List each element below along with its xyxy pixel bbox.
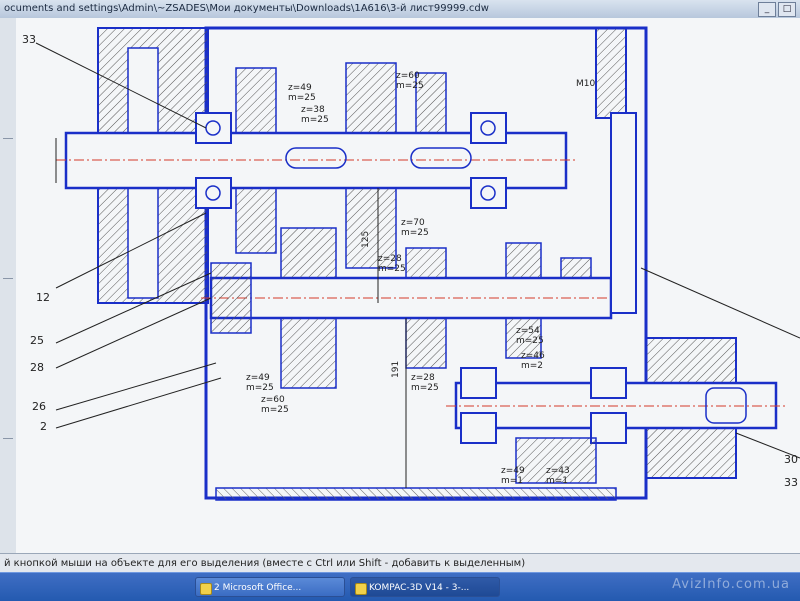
- gear-label-m: m=2: [521, 361, 543, 371]
- window-title: ocuments and settings\Admin\~ZSADES\Мои …: [4, 3, 489, 14]
- kompas-window: ocuments and settings\Admin\~ZSADES\Мои …: [0, 0, 800, 572]
- right-lever: [595, 27, 637, 314]
- callout-2: 2: [40, 420, 47, 433]
- status-bar: й кнопкой мыши на объекте для его выделе…: [0, 553, 800, 572]
- gear-label-z: z=43: [546, 466, 570, 476]
- callout-12: 12: [36, 291, 50, 304]
- gear-label-z: z=54: [516, 326, 540, 336]
- bottom-shaft: [446, 367, 786, 484]
- gear-label-z: z=46: [521, 351, 545, 361]
- watermark: AvizInfo.com.ua: [672, 577, 790, 592]
- taskbar-item-label: 2 Microsoft Office...: [214, 583, 302, 593]
- housing-base: [215, 487, 617, 501]
- gear-label-m: m=25: [288, 93, 316, 103]
- drawing-canvas[interactable]: 33 12 25 28 26 2 30 33 z=49 m=25 z=38 m=…: [16, 18, 800, 553]
- bearings-top: [195, 112, 507, 209]
- dim-125: 125: [361, 231, 371, 248]
- gear-label-z: z=60: [261, 395, 285, 405]
- gear-labels: z=49 m=25 z=38 m=25 z=60 m=25 z=70 m=25 …: [246, 71, 570, 486]
- title-bar[interactable]: ocuments and settings\Admin\~ZSADES\Мои …: [0, 0, 800, 19]
- toolbar-separator: [3, 278, 13, 279]
- gear-label-m: m=25: [246, 383, 274, 393]
- dimension-lines: [55, 138, 407, 488]
- callout-28: 28: [30, 361, 44, 374]
- gear-label-z: z=60: [396, 71, 420, 81]
- callout-25: 25: [30, 334, 44, 347]
- dim-m10: M10: [576, 79, 595, 89]
- gear-label-z: z=70: [401, 218, 425, 228]
- gear-label-z: z=49: [501, 466, 525, 476]
- minimize-button[interactable]: _: [758, 2, 776, 17]
- pulley-bottom-right: [645, 337, 747, 479]
- gear-label-m: m=25: [378, 264, 406, 274]
- taskbar: 2 Microsoft Office... KOMPAC-3D V14 - 3-…: [0, 572, 800, 601]
- office-icon: [200, 583, 212, 595]
- gear-label-z: z=38: [301, 105, 325, 115]
- top-gear-block: [235, 62, 447, 269]
- gear-label-m: m=25: [396, 81, 424, 91]
- gear-label-z: z=28: [411, 373, 435, 383]
- callout-33-right: 33: [784, 476, 798, 489]
- gearbox-drawing[interactable]: 33 12 25 28 26 2 30 33 z=49 m=25 z=38 m=…: [16, 18, 800, 553]
- gear-label-m: m=25: [301, 115, 329, 125]
- kompas-icon: [355, 583, 367, 595]
- dim-191: 191: [391, 361, 401, 378]
- toolbar-separator: [3, 138, 13, 139]
- maximize-button[interactable]: □: [778, 2, 796, 17]
- gear-label-m: m=1: [546, 476, 568, 486]
- gear-label-m: m=25: [401, 228, 429, 238]
- gear-label-m: m=25: [411, 383, 439, 393]
- gear-label-m: m=1: [501, 476, 523, 486]
- callout-26: 26: [32, 400, 46, 413]
- callout-33: 33: [22, 33, 36, 46]
- leader-lines: [35, 42, 800, 459]
- gear-label-m: m=25: [516, 336, 544, 346]
- gear-label-z: z=28: [378, 254, 402, 264]
- left-toolbar: [0, 18, 17, 553]
- taskbar-item-kompas[interactable]: KOMPAC-3D V14 - 3-...: [350, 577, 500, 597]
- window-controls: _ □: [758, 2, 796, 17]
- status-hint: й кнопкой мыши на объекте для его выделе…: [4, 558, 526, 569]
- callout-30: 30: [784, 453, 798, 466]
- taskbar-item-office[interactable]: 2 Microsoft Office...: [195, 577, 345, 597]
- toolbar-separator: [3, 438, 13, 439]
- gear-label-z: z=49: [246, 373, 270, 383]
- taskbar-item-label: KOMPAC-3D V14 - 3-...: [369, 583, 470, 593]
- gear-label-m: m=25: [261, 405, 289, 415]
- gear-label-z: z=49: [288, 83, 312, 93]
